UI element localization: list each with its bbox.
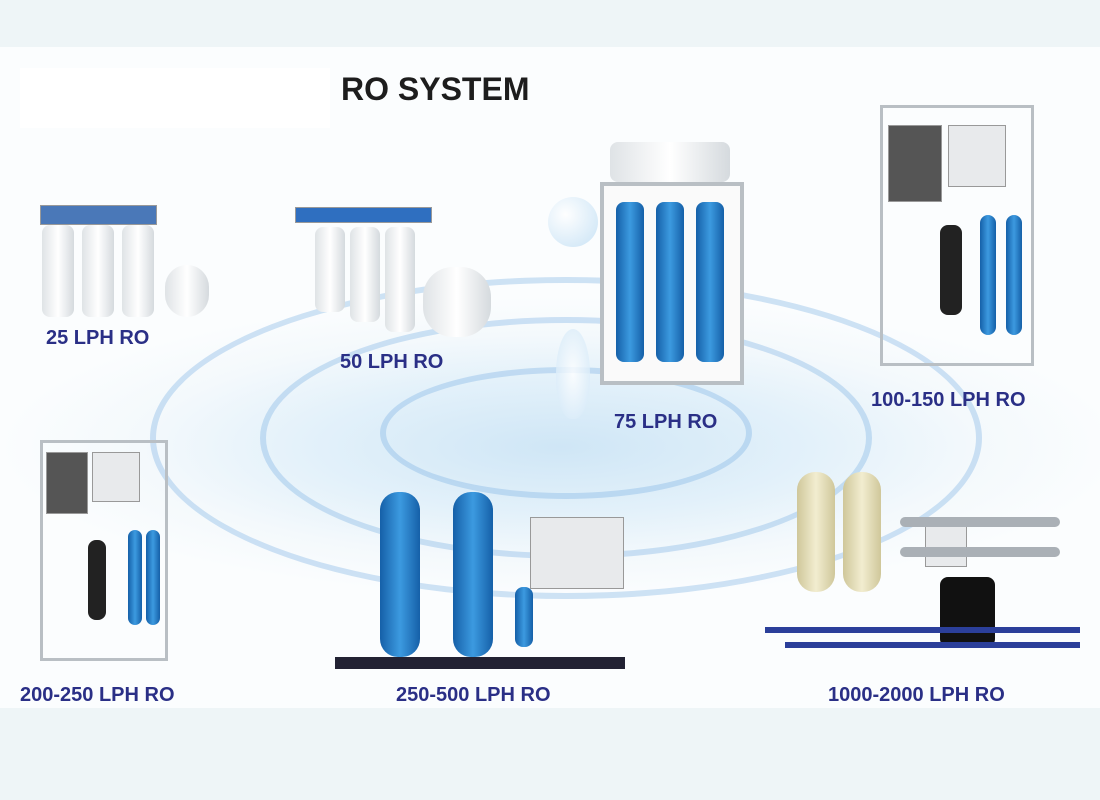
water-bubble (548, 197, 598, 247)
product-image-100-150-lph (880, 105, 1040, 370)
product-label: 200-250 LPH RO (20, 684, 175, 706)
product-label: 100-150 LPH RO (871, 389, 1026, 411)
product-image-250-500-lph (335, 477, 630, 677)
product-image-1000-2000-lph (765, 457, 1085, 667)
ro-system-poster: RO SYSTEM 25 LPH RO 50 LPH RO 75 LPH RO … (0, 47, 1100, 708)
water-ripple (150, 277, 982, 599)
product-label: 1000-2000 LPH RO (828, 684, 1005, 706)
logo-blank-area (20, 68, 330, 128)
product-image-200-250-lph (40, 440, 170, 665)
product-label: 250-500 LPH RO (396, 684, 551, 706)
page-title: RO SYSTEM (341, 71, 530, 107)
product-image-75-lph (600, 142, 745, 387)
product-image-25-lph (40, 155, 210, 320)
product-label: 25 LPH RO (46, 327, 150, 349)
product-label: 50 LPH RO (340, 351, 444, 373)
product-image-50-lph (295, 147, 495, 337)
product-label: 75 LPH RO (614, 411, 718, 433)
water-drop (556, 329, 590, 419)
